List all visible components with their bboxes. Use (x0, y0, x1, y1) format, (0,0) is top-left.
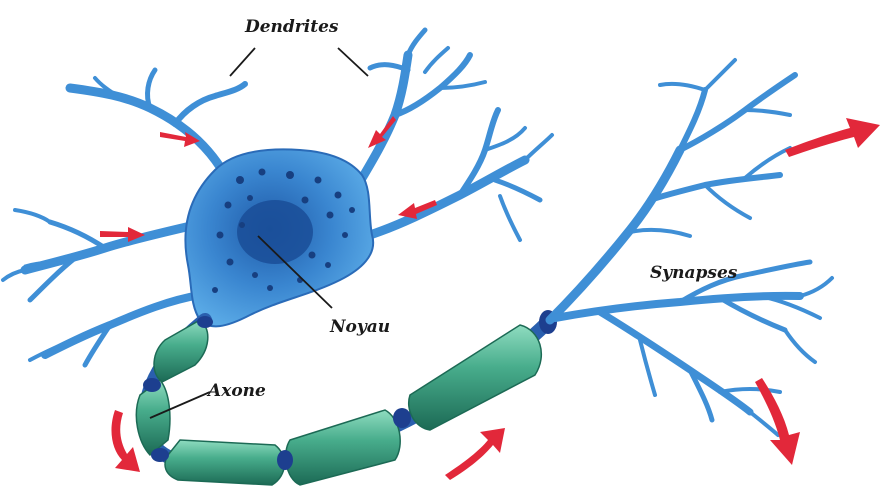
nucleus-label: Noyau (329, 317, 390, 337)
arrow-icon (785, 118, 880, 157)
arrow-icon (445, 428, 505, 480)
myelin-sheath (136, 320, 541, 485)
axon-label: Axone (206, 381, 266, 401)
axon-terminals (550, 60, 832, 435)
dendrites-label: Dendrites (244, 17, 339, 37)
synapses-label: Synapses (650, 263, 738, 283)
nucleus (237, 200, 313, 264)
